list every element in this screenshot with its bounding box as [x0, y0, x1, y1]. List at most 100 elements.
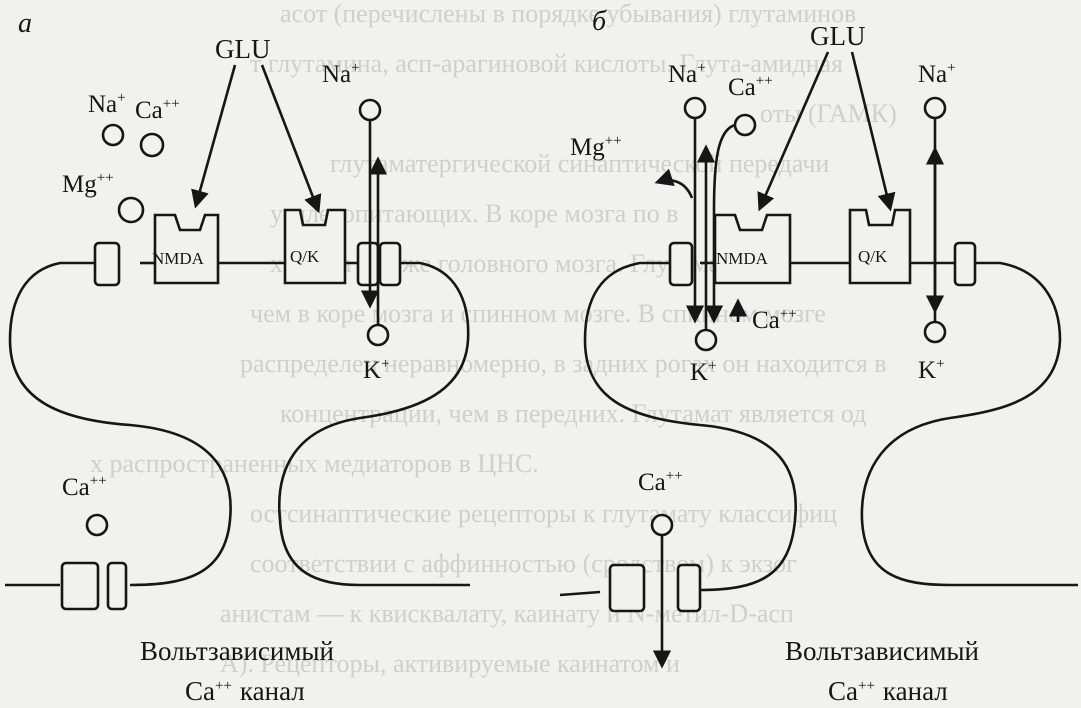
- channel-caption-line1: Вольтзависимый: [785, 636, 979, 666]
- k-ion: [923, 320, 947, 344]
- mg-ion: [117, 196, 145, 224]
- ca-charge: ++: [756, 73, 773, 89]
- k-text: K: [690, 359, 708, 386]
- ca-channel-wall: [106, 561, 128, 611]
- ca-text: Ca: [135, 97, 163, 124]
- mg-charge: ++: [97, 170, 114, 186]
- na-text: Na: [88, 91, 117, 118]
- membrane-outline: [559, 261, 1078, 597]
- mg-text: Mg: [570, 134, 605, 161]
- k-label: K+: [690, 358, 717, 386]
- na-text: Na: [668, 61, 697, 88]
- bg-line: концентрации, чем в передних. Глутамат я…: [280, 399, 866, 428]
- ca-text: Ca: [728, 74, 756, 101]
- na-charge: +: [947, 60, 955, 76]
- channel-wall: [668, 241, 694, 287]
- bg-line: остсинаптические рецепторы к глутамату к…: [250, 499, 837, 528]
- glu-arrow-qk: [260, 64, 322, 214]
- glu-arrow-qk: [850, 51, 896, 212]
- qk-receptor: [848, 208, 912, 285]
- ca-ion: [733, 113, 757, 137]
- na-charge: +: [351, 60, 359, 76]
- bg-line: оты (ГАМК): [760, 99, 897, 128]
- k-charge: +: [708, 358, 716, 374]
- mg-text: Mg: [62, 171, 97, 198]
- ca-label: Ca++: [62, 473, 107, 501]
- membrane-outline: [5, 261, 470, 587]
- na-charge: +: [697, 60, 705, 76]
- na-charge: +: [117, 90, 125, 106]
- ca-influx-arrow: [704, 123, 736, 324]
- k-charge: +: [381, 356, 389, 372]
- ca-label: Ca++: [135, 96, 180, 124]
- na-text: Na: [322, 61, 351, 88]
- k-ion: [366, 323, 390, 347]
- bg-line: соответствии с аффинностью (сродством) к…: [250, 549, 797, 578]
- channel-wall: [93, 241, 121, 287]
- nmda-label: NMDA: [716, 249, 769, 268]
- k-ion: [694, 328, 718, 352]
- k-label: K+: [918, 356, 945, 384]
- k-charge: +: [936, 356, 944, 372]
- k-label: K+: [363, 356, 390, 384]
- channel-wall: [378, 241, 402, 287]
- panel-b: б NMDA Mg++ Na+ K+ Ca++ Ca++ GLU Q/K: [559, 6, 1078, 706]
- na-label: Na+: [668, 60, 706, 88]
- ca-charge: ++: [90, 473, 107, 489]
- ca-label: Ca++: [638, 468, 683, 496]
- qk-label: Q/K: [290, 247, 320, 266]
- ca-charge: ++: [163, 96, 180, 112]
- mg-label: Mg++: [62, 170, 114, 198]
- qk-receptor: [283, 208, 347, 285]
- ca-label: Ca++: [752, 306, 797, 334]
- panel-b-letter: б: [592, 6, 607, 37]
- glu-label: GLU: [215, 34, 271, 64]
- background-text: асот (перечислены в порядке убывания) гл…: [90, 0, 897, 678]
- na-label: Na+: [88, 90, 126, 118]
- na-ion: [358, 98, 382, 122]
- k-text: K: [363, 357, 381, 384]
- ca-text: Ca: [638, 469, 666, 496]
- channel-wall: [953, 241, 977, 287]
- glu-arrow-nmda: [191, 64, 237, 209]
- mg-label: Mg++: [570, 133, 622, 161]
- bg-line: чем в коре мозга и спинном мозге. В спин…: [250, 299, 826, 328]
- glu-arrow-nmda: [757, 51, 830, 212]
- channel-caption-line2: Ca++канал: [828, 676, 948, 706]
- channel-caption-line2: Ca++ канал: [185, 676, 305, 706]
- nmda-label: NMDA: [152, 249, 205, 268]
- bg-line: х распространенных медиаторов в ЦНС.: [90, 449, 539, 478]
- ca-ion: [85, 513, 109, 537]
- panel-a-letter: а: [18, 8, 32, 39]
- ca-channel-wall: [608, 563, 646, 613]
- na-label: Na+: [918, 60, 956, 88]
- ca-text: Ca: [752, 307, 780, 334]
- ca-label: Ca++: [728, 73, 773, 101]
- ca-channel-wall: [676, 563, 702, 613]
- glu-label: GLU: [810, 21, 866, 51]
- bg-line: А). Рецепторы, активируемые каинатом и: [220, 649, 680, 678]
- na-label: Na+: [322, 60, 360, 88]
- ca-ion: [650, 513, 674, 537]
- ca-ion: [139, 132, 165, 158]
- bg-line: т глутамина, асп-арагиновой кислоты. Глу…: [250, 49, 843, 78]
- channel-caption-line1: Вольтзависимый: [140, 636, 334, 666]
- na-ion: [683, 96, 707, 120]
- qk-label: Q/K: [858, 247, 888, 266]
- channel-ion-charge: ++: [858, 678, 875, 694]
- ca-charge: ++: [666, 468, 683, 484]
- bg-line: глутаматергической синаптической передач…: [330, 149, 829, 178]
- na-ion: [101, 123, 125, 147]
- channel-word: канал: [240, 676, 305, 706]
- panel-a: а NMDA Mg++ Na+ Ca++ GLU Q/K Na+ K+: [5, 8, 470, 706]
- mg-expulsion-arrow: [654, 168, 694, 199]
- na-ion: [923, 96, 947, 120]
- bg-line: асот (перечислены в порядке убывания) гл…: [280, 0, 856, 28]
- channel-ion-charge: ++: [215, 678, 232, 694]
- k-text: K: [918, 357, 936, 384]
- ca-text: Ca: [62, 474, 90, 501]
- na-text: Na: [918, 61, 947, 88]
- ca-charge: ++: [780, 306, 797, 322]
- channel-ion-text: Ca: [185, 676, 215, 706]
